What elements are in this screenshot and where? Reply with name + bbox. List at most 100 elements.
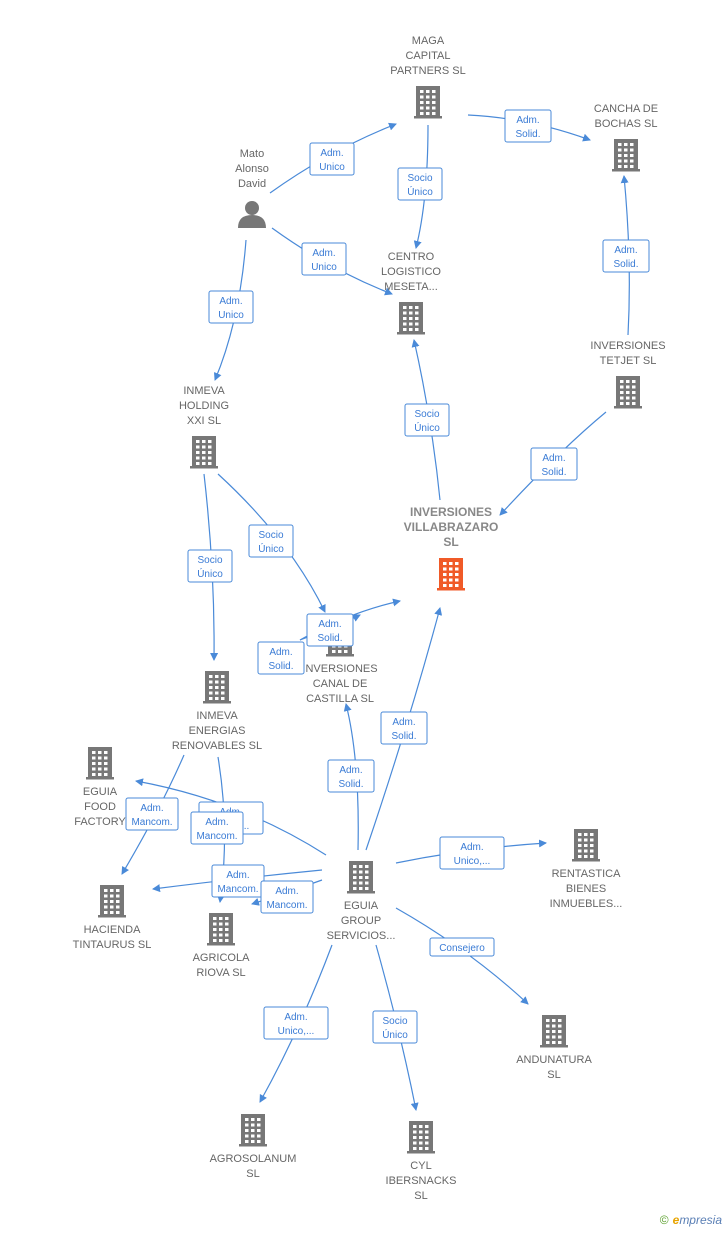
node-maga[interactable]: MAGA CAPITAL PARTNERS SL [390,35,466,119]
edge-label-tetjet-villa[interactable]: Adm.Solid. [530,447,578,481]
edge-label-box [602,239,650,273]
edge-label-text: Unico [319,162,345,173]
edge-label-eguia-rentastica[interactable]: Adm. Unico,... [439,836,505,870]
edge-label-text: Mancom. [266,900,307,911]
edge-label-text: Adm. [392,717,415,728]
node-label-line: HACIENDA [84,924,142,936]
building-icon [414,86,442,119]
node-label-line: David [238,178,266,190]
edge-label-text: Mancom. [217,884,258,895]
edge-label-box [404,403,450,437]
edge-label-text: Adm. [140,803,163,814]
edge-label-text: Adm. [219,296,242,307]
edge-label-box [372,1010,418,1044]
node-label-line: ENERGIAS [189,725,246,737]
building-icon [98,885,126,918]
building-icon [407,1121,435,1154]
edge-label-box [125,797,179,831]
edge-label-energias-agricola[interactable]: Adm.Mancom. [190,811,244,845]
edge-label-text: Solid. [391,731,416,742]
edge-label-text: Consejero [439,943,485,954]
node-label-line: RENTASTICA [552,868,622,880]
edge-label-box [504,109,552,143]
building-icon [572,829,600,862]
edge-label-eguia-agrosolanum[interactable]: Adm.Unico,... [263,1006,329,1040]
node-label-line: TETJET SL [600,355,657,367]
edge-label-mato-maga[interactable]: Adm.Unico [309,142,355,176]
edge-label-eguia-andunatura[interactable]: Consejero [429,937,495,957]
node-label-line: MAGA [412,35,445,47]
edge-label-tetjet-cancha[interactable]: Adm.Solid. [602,239,650,273]
edge-label-text: Adm. [226,870,249,881]
person-icon [238,201,266,228]
edge-labels-layer: Adm.UnicoAdm.Solid.SocioÚnicoAdm.UnicoAd… [125,109,650,1044]
edge-label-text: Único [382,1028,408,1041]
node-rentastica[interactable]: RENTASTICABIENESINMUEBLES... [550,829,623,910]
node-eguia_group[interactable]: EGUIAGROUPSERVICIOS... [327,861,396,942]
edge-label-eguia-agricola[interactable]: Adm. Mancom. [260,880,314,914]
node-label-line: PARTNERS SL [390,65,465,77]
edge-label-text: Adm. [275,886,298,897]
node-label-line: MESETA... [384,281,438,293]
edge-label-text: Adm. [205,817,228,828]
edge-label-box [208,290,254,324]
edge-label-text: Solid. [338,779,363,790]
edge-label-eguia-canal[interactable]: Adm.Solid. [327,759,375,793]
building-icon [347,861,375,894]
edge-label-text: Unico [311,262,337,273]
node-label-line: EGUIA [344,900,379,912]
edge-label-box [380,711,428,745]
edge-label-box [260,880,314,914]
node-label-line: TINTAURUS SL [73,939,152,951]
building-icon [397,302,425,335]
node-hacienda[interactable]: HACIENDA TINTAURUS SL [73,885,152,951]
node-label-line: SERVICIOS... [327,930,396,942]
edge-label-text: Socio [197,555,222,566]
edge-label-energias-hacienda[interactable]: Adm.Mancom. [125,797,179,831]
edge-label-canal-villa-2[interactable]: Adm.Solid. [257,641,305,675]
edge-label-text: Adm. [460,842,483,853]
edge-label-canal-villa[interactable]: Adm.Solid. [306,613,354,647]
edge-label-mato-inmeva[interactable]: Adm.Unico [208,290,254,324]
node-label-line: INVERSIONES [302,663,377,675]
edge-label-box [257,641,305,675]
building-icon [86,747,114,780]
edge-label-text: Unico,... [454,856,491,867]
brand-name: mpresia [679,1213,722,1227]
edge-label-text: Único [414,421,440,434]
node-centro[interactable]: CENTROLOGISTICOMESETA... [381,251,441,335]
node-label-line: AGROSOLANUM [210,1153,297,1165]
edge-label-eguia-hacienda[interactable]: Adm. Mancom. [211,864,265,898]
edge-label-text: Adm. [516,115,539,126]
node-label-line: BIENES [566,883,606,895]
edge-label-maga-cancha[interactable]: Adm.Solid. [504,109,552,143]
node-label-line: CAPITAL [405,50,450,62]
edge-label-mato-centro[interactable]: Adm. Unico [301,242,347,276]
node-label-line: IBERSNACKS [386,1175,457,1187]
node-label-line: INMEVA [183,385,225,397]
edge-label-text: Adm. [284,1012,307,1023]
node-label-line: INMEVA [196,710,238,722]
edge-label-box [187,549,233,583]
building-icon [437,558,465,591]
edge-label-text: Solid. [268,661,293,672]
edge-label-eguia-villa[interactable]: Adm. Solid. [380,711,428,745]
edge-label-text: Adm. [312,248,335,259]
